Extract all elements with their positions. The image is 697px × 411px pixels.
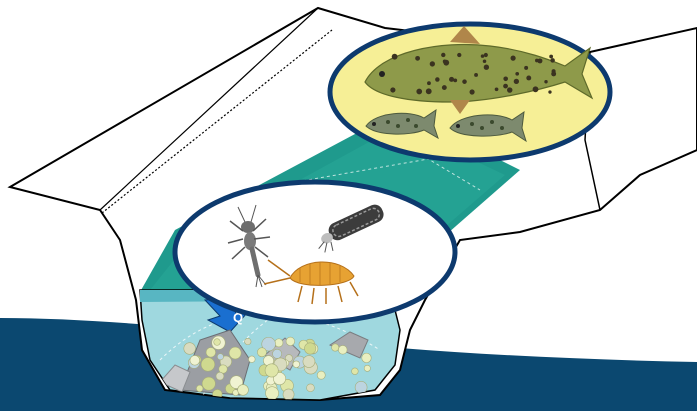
pebble [201, 358, 215, 372]
trout-spot [449, 77, 454, 82]
pebble [352, 368, 359, 375]
pebble [266, 387, 279, 400]
trout-spot [427, 81, 431, 85]
trout-spot [548, 90, 551, 93]
trout-spot [537, 58, 542, 63]
trout-spot [484, 65, 489, 70]
trout-spot [430, 61, 435, 66]
trout-spot [390, 87, 395, 92]
pebble [332, 344, 339, 351]
trout-spot [415, 56, 420, 61]
pebble [364, 365, 370, 371]
pebble [202, 377, 215, 390]
pebble [245, 338, 251, 344]
pebble [286, 337, 295, 346]
trout-spot [416, 89, 422, 95]
trout-spot [514, 79, 519, 84]
trout-spot [524, 66, 528, 70]
pebble [275, 339, 283, 347]
trout-spot [511, 56, 516, 61]
pebble [214, 339, 221, 346]
pebble [303, 356, 315, 368]
trout-spot [550, 58, 554, 62]
trout-spot [457, 53, 461, 57]
trout-spot [435, 77, 439, 81]
trout-spot [443, 59, 447, 63]
fish-bubble [330, 24, 610, 160]
pebble [238, 385, 249, 396]
pebble [196, 385, 203, 392]
pebble [307, 384, 315, 392]
pebble [216, 372, 224, 380]
pebble [265, 364, 278, 377]
pebble [190, 355, 200, 365]
pebble [217, 354, 223, 360]
trout-spot [481, 54, 485, 58]
trout-spot [392, 54, 398, 60]
pebble [229, 347, 241, 359]
pebble [206, 348, 216, 358]
trout-spot [515, 72, 519, 76]
pebble [293, 361, 300, 368]
trout-spot [503, 84, 508, 89]
trout-spot [551, 71, 556, 76]
trout-spot [544, 80, 547, 83]
trout-spot [441, 53, 445, 57]
trout-spot [462, 79, 467, 84]
pebble [362, 353, 372, 363]
trout-spot [549, 55, 553, 59]
trout-spot [495, 87, 499, 91]
trout-spot [526, 76, 531, 81]
pebble [355, 381, 367, 393]
trout-spot [426, 88, 432, 94]
trout-spot [483, 59, 487, 63]
pebble [283, 389, 294, 400]
pebble [184, 343, 196, 355]
trout-spot [503, 77, 508, 82]
pebble [257, 348, 266, 357]
invertebrate-bubble [175, 182, 455, 322]
pebble [273, 349, 282, 358]
pebble [249, 356, 256, 363]
trout-spot [507, 87, 512, 92]
trout-spot [474, 73, 478, 77]
pebble [304, 343, 315, 354]
trout-spot [442, 85, 447, 90]
pebble [338, 345, 347, 354]
trout-spot [484, 53, 488, 57]
trout-spot [533, 86, 539, 92]
trout-spot [470, 89, 475, 94]
pebble [317, 371, 325, 379]
